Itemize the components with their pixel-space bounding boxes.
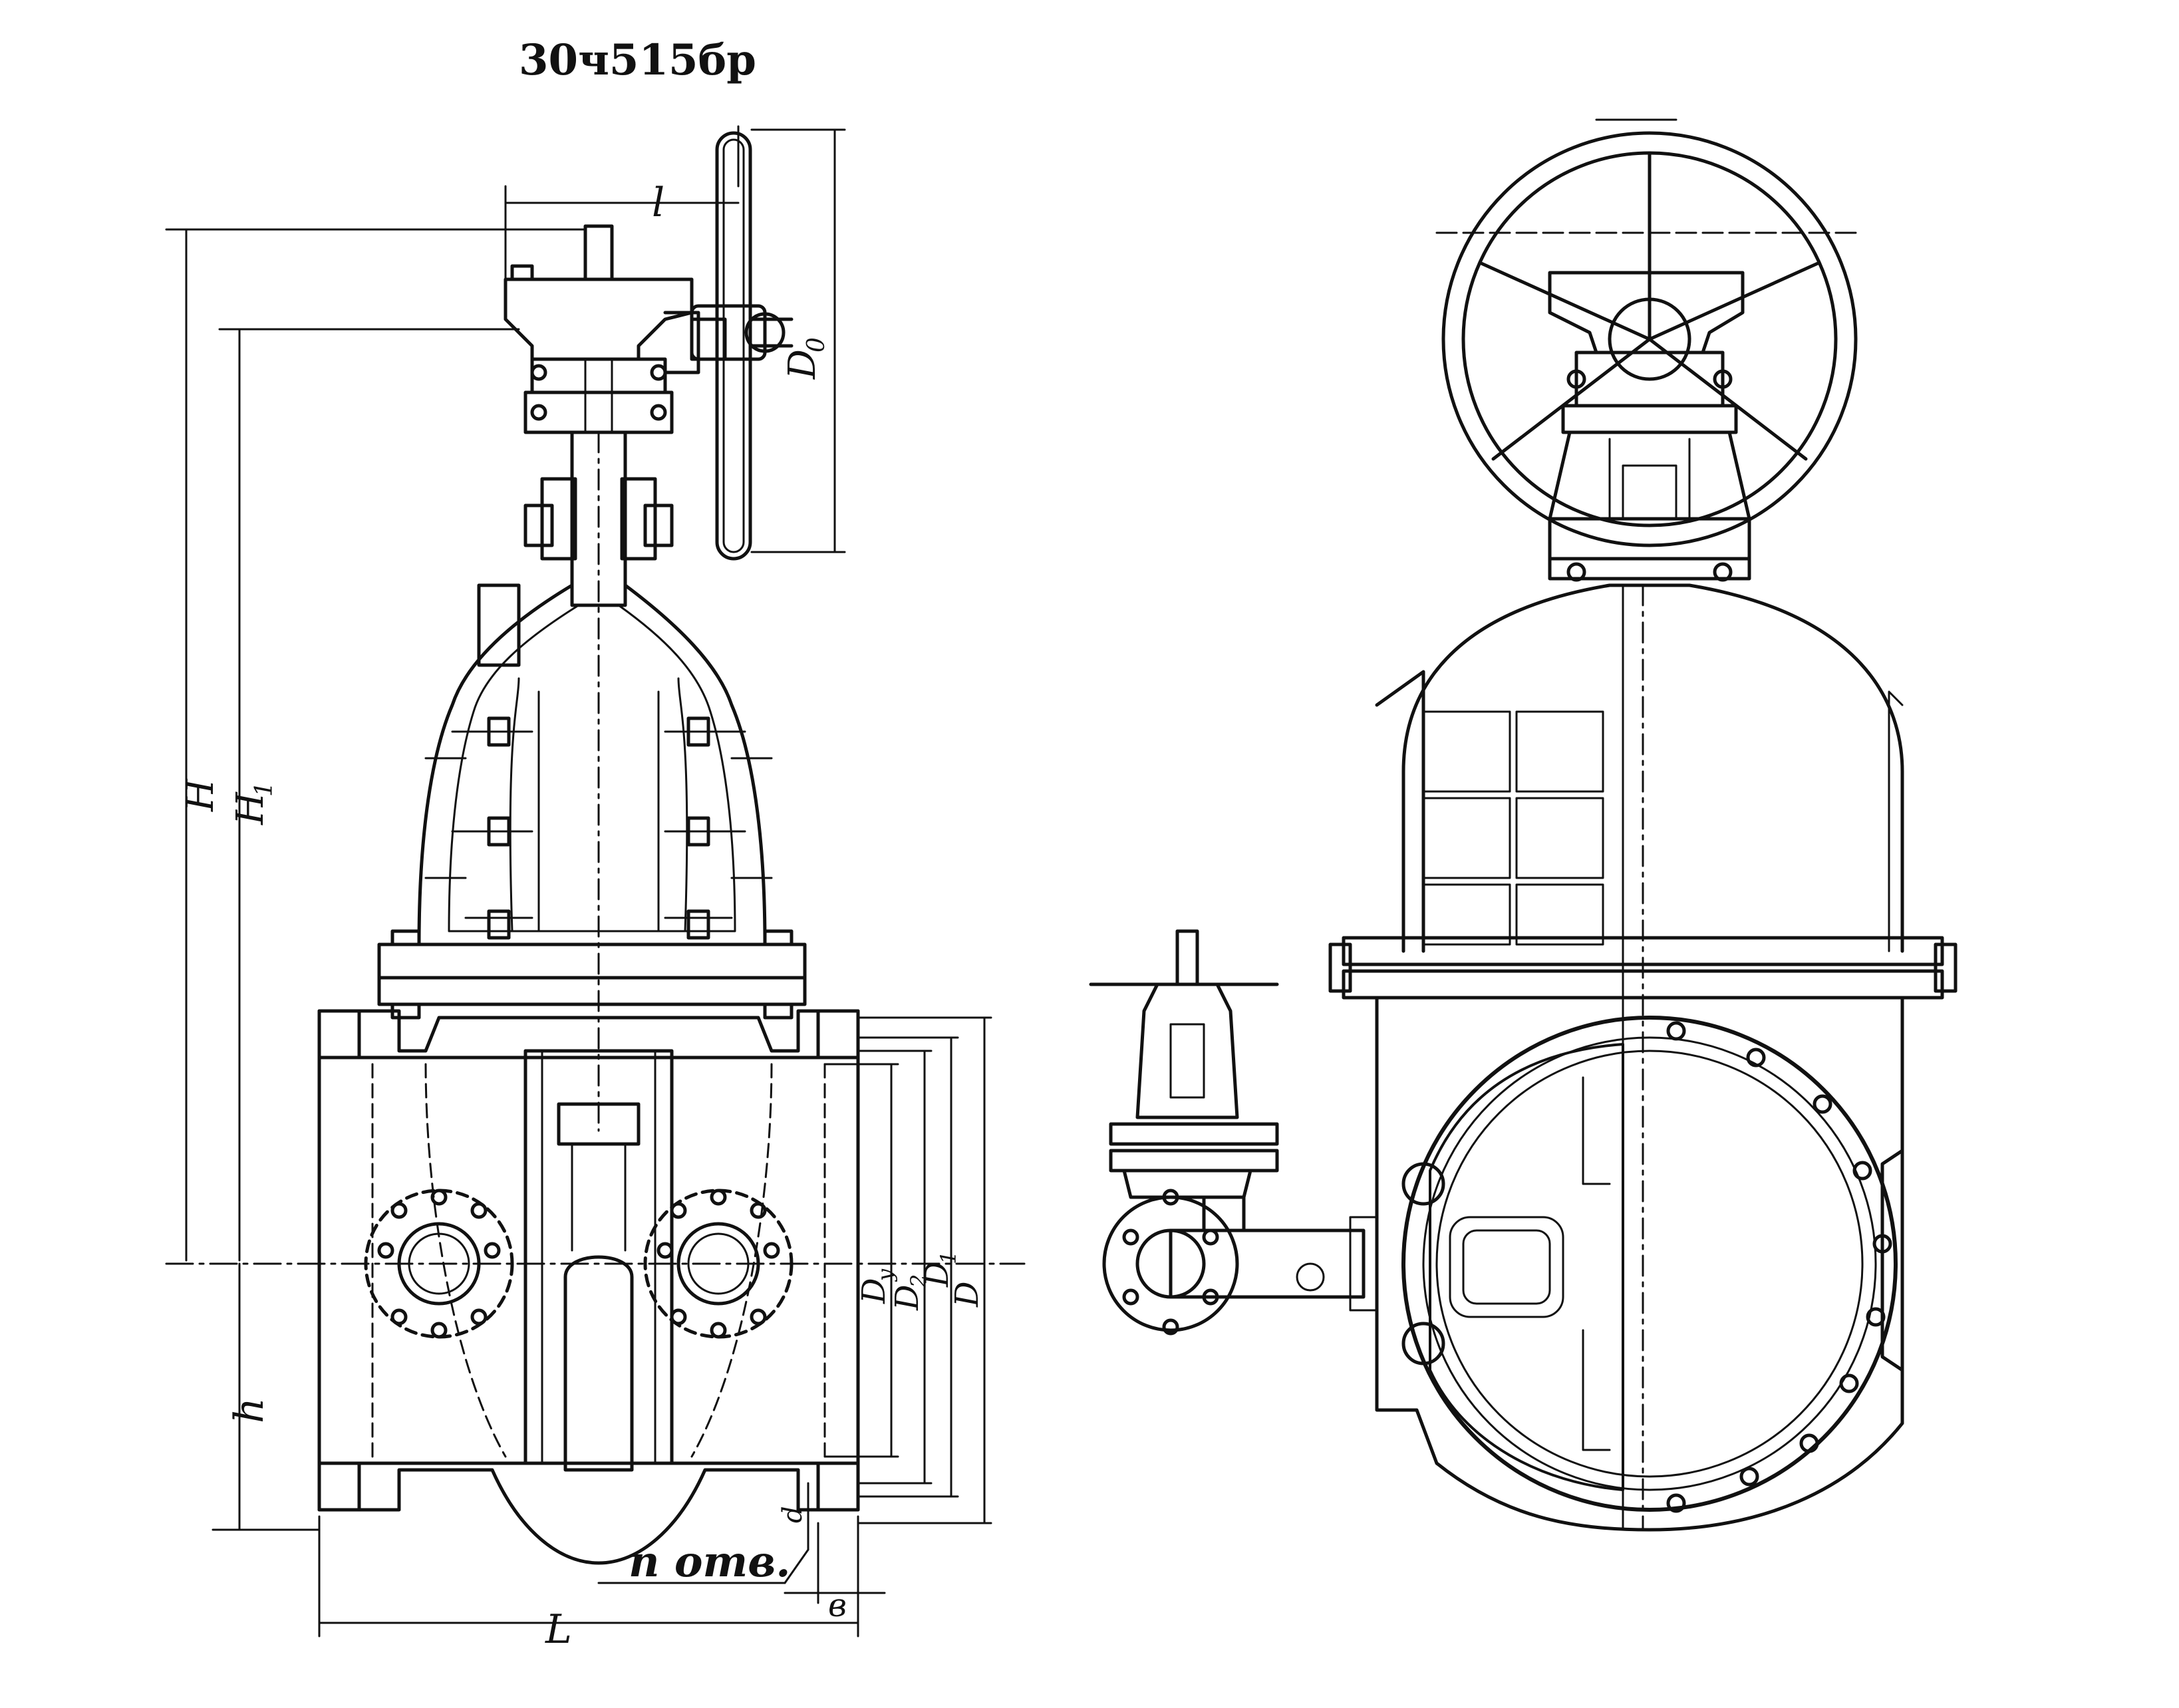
svg-text:D: D (919, 1262, 956, 1288)
stem-yoke (523, 430, 674, 1132)
handwheel-side (690, 131, 794, 561)
dim-label-H1: H 1 (229, 782, 278, 825)
svg-text:2: 2 (906, 1274, 931, 1288)
body-front (1375, 996, 1904, 1532)
dim-label-h: h (226, 1397, 273, 1423)
right-elevation-view (1089, 118, 1958, 1532)
svg-text:d: d (778, 1506, 808, 1523)
svg-text:y: y (873, 1268, 898, 1282)
dim-label-l: l (652, 180, 664, 226)
dim-label-D1: D 1 (919, 1251, 961, 1288)
yoke-front (1548, 271, 1751, 582)
dimension-lines (165, 125, 1026, 1637)
valve-body (317, 1009, 860, 1565)
dim-label-b: в (828, 1587, 847, 1624)
drawing-title: 30ч515бр (519, 35, 756, 85)
svg-text:H: H (229, 791, 272, 825)
gearbox (504, 224, 727, 434)
dim-label-L: L (545, 1606, 572, 1653)
svg-text:D: D (781, 349, 824, 380)
dim-label-D: D (948, 1282, 986, 1308)
left-section-view (317, 131, 860, 1565)
bonnet-dome (417, 583, 773, 946)
svg-text:0: 0 (803, 337, 830, 353)
dim-label-Dy: D y (855, 1268, 898, 1304)
svg-text:1: 1 (251, 782, 278, 797)
bypass-valve (1089, 929, 1378, 1336)
dim-label-d: d (778, 1506, 808, 1523)
svg-text:H: H (179, 778, 222, 812)
svg-text:D: D (889, 1285, 926, 1311)
svg-text:1: 1 (936, 1251, 961, 1264)
svg-text:D: D (855, 1278, 893, 1304)
svg-text:h: h (226, 1397, 273, 1423)
body-flange-front (1328, 936, 1958, 1000)
holes-count-label: n отв. (629, 1537, 791, 1587)
handwheel-front (1435, 118, 1858, 547)
dim-label-D2: D 2 (889, 1274, 931, 1311)
bonnet-flange (377, 929, 807, 1020)
svg-text:D: D (948, 1282, 986, 1308)
dim-label-D0: D 0 (781, 337, 830, 380)
dim-label-H: H (179, 778, 222, 812)
